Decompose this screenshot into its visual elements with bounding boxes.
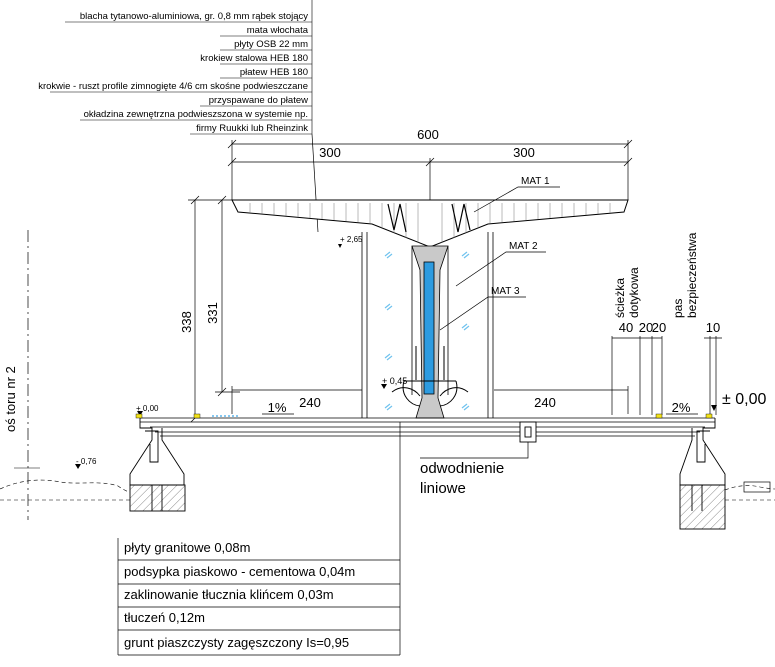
- spec-line-1: blacha tytanowo-aluminiowa, gr. 0,8 mm r…: [80, 11, 308, 22]
- left-edge-wall: [129, 418, 186, 512]
- svg-text:- 0,76: - 0,76: [76, 457, 97, 466]
- slope-left: 1%: [268, 400, 287, 415]
- dim-platform-right: 240: [534, 395, 556, 410]
- layer-legend-lines: [117, 422, 401, 656]
- track-axis-label: oś toru nr 2: [3, 366, 18, 432]
- glass-reflection-marks: [384, 251, 470, 411]
- height-dimension-lines: [188, 195, 240, 423]
- dim-safety-10: 10: [706, 320, 720, 335]
- dim-total-width: 600: [417, 127, 439, 142]
- tactile-path-dimension-lines: [611, 336, 722, 415]
- dim-height-331: 331: [205, 302, 220, 324]
- mat-leaders: [439, 186, 560, 331]
- spec-line-9: firmy Ruukki lub Rheinzink: [196, 123, 308, 134]
- dim-tactile-20a: 20: [639, 320, 653, 335]
- glass-wall-left: [361, 232, 413, 418]
- drainage-label-1: odwodnienie: [420, 460, 504, 477]
- spec-line-6: krokwie - ruszt profile zimnogięte 4/6 c…: [38, 81, 308, 92]
- platform-slab: [140, 417, 715, 437]
- spec-line-3: płyty OSB 22 mm: [234, 39, 308, 50]
- dim-tactile-40: 40: [619, 320, 633, 335]
- layer-2-label: podsypka piaskowo - cementowa 0,04m: [124, 564, 355, 579]
- slope-right: 2%: [672, 400, 691, 415]
- roof-steel-profiles: [387, 203, 471, 233]
- track-rail-block: [743, 481, 771, 493]
- svg-text:± 0,00: ± 0,00: [722, 391, 766, 408]
- top-dimension-lines: [227, 139, 633, 200]
- ballast-ground-right: [724, 485, 775, 501]
- layer-3-label: zaklinowanie tłucznia klińcem 0,03m: [124, 587, 334, 602]
- roof-canopy: [231, 199, 629, 248]
- tactile-path-label-2: dotykowa: [627, 267, 641, 318]
- platform-dimension-lines: [231, 386, 629, 414]
- ballast-ground-left: [0, 467, 131, 501]
- spec-table: [50, 0, 313, 135]
- safety-strip-label-1: pas: [671, 299, 685, 318]
- svg-text:+ 0,45: + 0,45: [382, 376, 407, 386]
- spec-line-5: płatew HEB 180: [240, 67, 308, 78]
- column-glass-core: [423, 261, 435, 395]
- column-base-bench: [391, 346, 469, 407]
- dim-half-left: 300: [319, 145, 341, 160]
- platform-yellow-markers: [135, 413, 713, 419]
- drainage-leader: [420, 442, 529, 459]
- dim-tactile-20b: 20: [652, 320, 666, 335]
- dim-platform-left: 240: [299, 395, 321, 410]
- spec-line-8: okładzina zewnętrzna podwieszszona w sys…: [84, 109, 308, 120]
- level-marker-base: + 0,45: [381, 376, 407, 389]
- spec-line-2: mata włochata: [247, 25, 309, 36]
- svg-text:+ 0,00: + 0,00: [136, 404, 159, 413]
- mat2-label: MAT 2: [509, 241, 538, 252]
- level-marker-roof: + 2,65: [338, 235, 363, 248]
- svg-text:+ 2,65: + 2,65: [340, 235, 363, 244]
- mat3-label: MAT 3: [491, 286, 520, 297]
- dim-height-338: 338: [179, 311, 194, 333]
- roof-hatching: [249, 203, 611, 243]
- drainage-label-2: liniowe: [420, 480, 466, 497]
- level-marker-platform-right: ± 0,00: [711, 391, 766, 411]
- layer-1-label: płyty granitowe 0,08m: [124, 540, 250, 555]
- right-edge-wall: [679, 418, 726, 530]
- layer-5-label: grunt piaszczysty zagęszczony Is=0,95: [124, 635, 349, 650]
- dim-half-right: 300: [513, 145, 535, 160]
- level-marker-track: - 0,76: [75, 457, 97, 469]
- layer-4-label: tłuczeń 0,12m: [124, 610, 205, 625]
- spec-line-4: krokiew stalowa HEB 180: [200, 53, 308, 64]
- mat1-label: MAT 1: [521, 176, 550, 187]
- tactile-path-label-1: ścieżka: [613, 278, 627, 318]
- glass-wall-right: [447, 232, 494, 418]
- safety-strip-label-2: bezpieczeństwa: [685, 232, 699, 318]
- spec-line-7: przyspawane do płatew: [209, 95, 308, 106]
- level-marker-platform-left: + 0,00: [136, 404, 159, 416]
- drainage-channel: [519, 421, 537, 443]
